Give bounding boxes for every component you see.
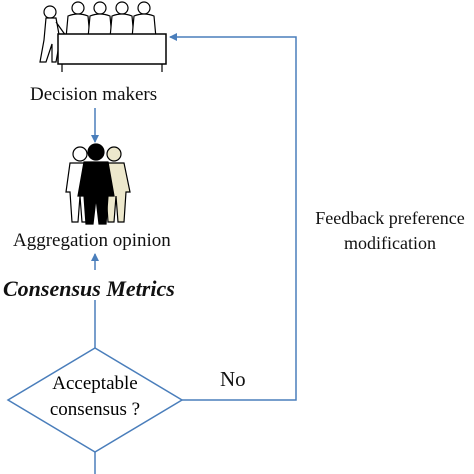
feedback-label-line1: Feedback preference: [315, 208, 465, 228]
no-branch-label: No: [220, 367, 246, 391]
people-at-table-icon: [39, 1, 167, 72]
aggregation-opinion-label: Aggregation opinion: [13, 230, 171, 251]
decision-text-line2: consensus ?: [49, 399, 141, 420]
decision-text: Acceptable consensus ?: [10, 371, 180, 423]
decision-text-line1: Acceptable: [52, 373, 138, 394]
feedback-loop-connector: [169, 33, 297, 401]
people-group-icon: [65, 143, 131, 225]
feedback-label-line2: modification: [344, 233, 436, 253]
consensus-metrics-label: Consensus Metrics: [3, 276, 175, 301]
decision-makers-label: Decision makers: [30, 84, 158, 105]
feedback-label: Feedback preference modification: [305, 206, 474, 256]
